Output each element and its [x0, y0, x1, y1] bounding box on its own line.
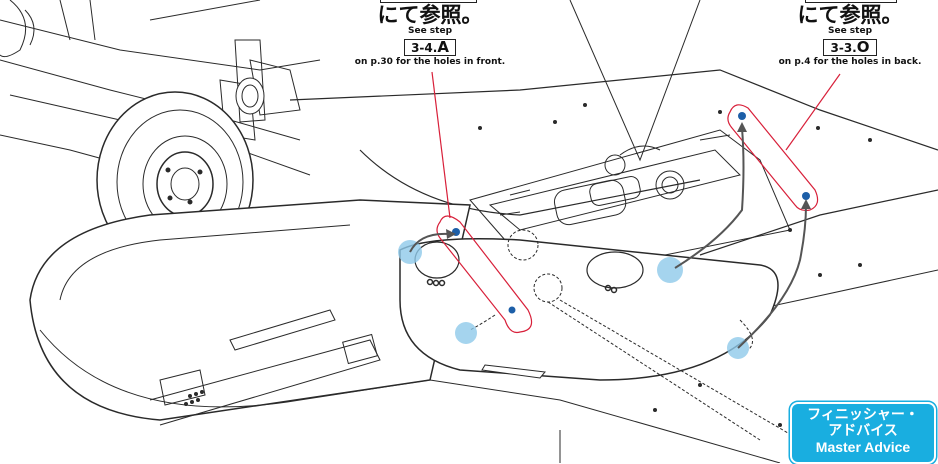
rivets [478, 103, 872, 427]
leader-lines [569, 0, 701, 162]
red-highlights [431, 71, 841, 334]
step-number: 3-3. [830, 41, 857, 55]
advice-badge-box: フィニッシャー・ アドバイス Master Advice [790, 402, 936, 464]
step-letter: O [856, 38, 870, 56]
callout-see-label: See step [827, 26, 873, 36]
callout-box-edge [805, 0, 897, 3]
landing-gear-strut [234, 39, 266, 123]
step-reference-box: 3-4.A [404, 39, 456, 56]
callout-jp-text: にて参照。 [377, 3, 483, 27]
master-advice-badge[interactable]: フィニッシャー・ アドバイス Master Advice [790, 402, 936, 464]
gun-barrel [149, 309, 381, 426]
callout-front-holes: にて参照。 See step 3-4.A on p.30 for the hol… [340, 0, 520, 68]
step-reference-box: 3-3.O [823, 38, 877, 56]
callout-back-holes: にて参照。 See step 3-3.O on p.4 for the hole… [760, 0, 938, 68]
direction-arrows [409, 127, 807, 349]
callout-page-note: on p.4 for the holes in back. [778, 57, 922, 67]
callout-box-edge [380, 0, 477, 3]
step-number: 3-4. [411, 41, 438, 55]
callout-see-label: See step [407, 26, 453, 36]
callout-page-note: on p.30 for the holes in front. [354, 57, 506, 67]
callout-jp-text: にて参照。 [797, 3, 903, 27]
step-letter: A [437, 38, 449, 56]
advice-line-1: フィニッシャー・ [807, 407, 919, 423]
advice-line-2: アドバイス [828, 423, 898, 439]
advice-line-3: Master Advice [815, 439, 911, 455]
